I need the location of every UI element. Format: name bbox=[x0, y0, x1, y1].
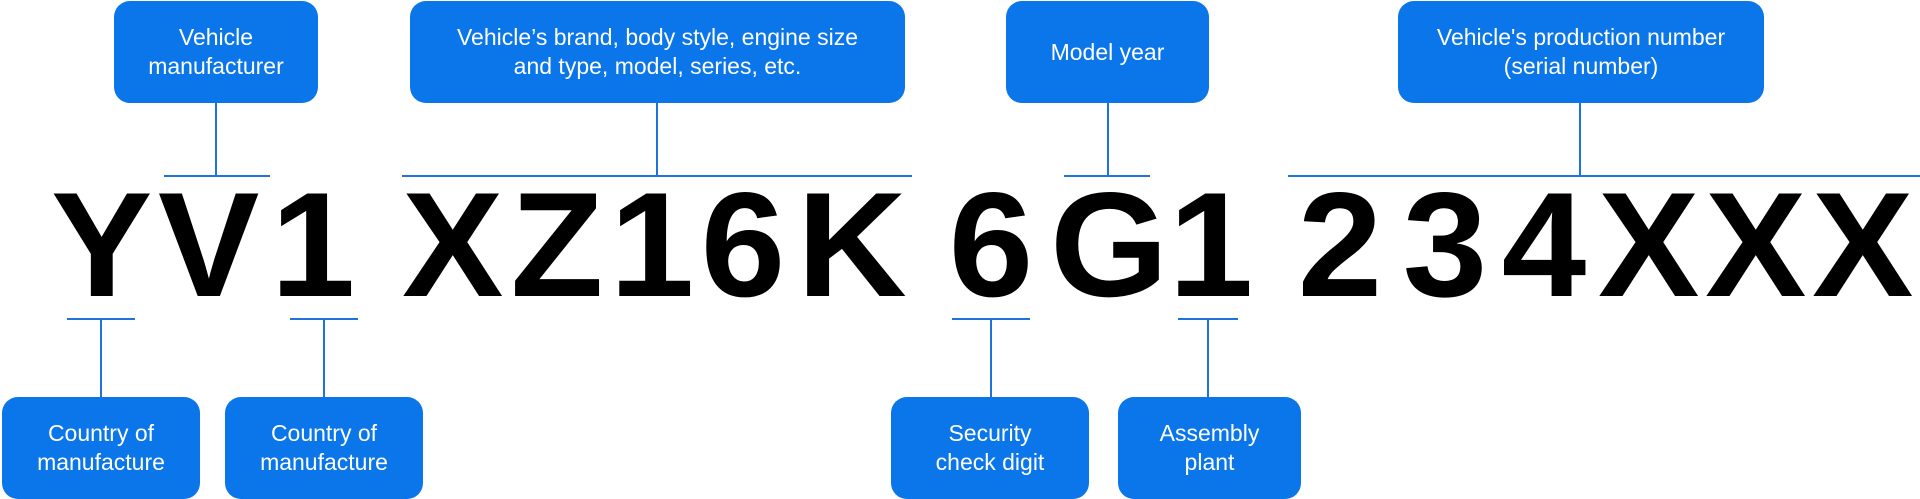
vin-char: 4 bbox=[1501, 161, 1587, 329]
callout-label-line: plant bbox=[1184, 449, 1235, 475]
callout-country-of-manufacture: Country of manufacture bbox=[225, 397, 423, 499]
callout-assembly-plant: Assembly plant bbox=[1118, 397, 1301, 499]
vin-char: Z bbox=[510, 161, 604, 329]
callout-label-line: Country of bbox=[47, 420, 155, 446]
vin-char: X bbox=[1705, 161, 1807, 329]
vin-char: 3 bbox=[1402, 161, 1488, 329]
callout-label-line: Vehicle's production number bbox=[1436, 24, 1726, 50]
vin-char: 1 bbox=[609, 161, 695, 329]
vin-char: 1 bbox=[270, 161, 356, 329]
callout-vehicle-descriptor: Vehicle’s brand, body style, engine size… bbox=[410, 1, 905, 103]
vin-char: 6 bbox=[948, 161, 1034, 329]
vin-char: K bbox=[797, 161, 907, 329]
connector-vertical bbox=[100, 319, 102, 397]
callout-label-line: Assembly bbox=[1159, 420, 1260, 446]
vin-char: X bbox=[1812, 161, 1914, 329]
callout-label-line: manufacture bbox=[260, 449, 388, 475]
vin-char: 6 bbox=[700, 161, 786, 329]
callout-label-line: Vehicle bbox=[178, 24, 254, 50]
vin-char: 1 bbox=[1168, 161, 1254, 329]
vin-char: X bbox=[402, 161, 504, 329]
connector-vertical bbox=[990, 319, 992, 397]
connector-vertical bbox=[1107, 103, 1109, 175]
callout-label-line: and type, model, series, etc. bbox=[513, 53, 802, 79]
connector-vertical bbox=[1579, 103, 1581, 175]
callout-production-number: Vehicle's production number (serial numb… bbox=[1398, 1, 1764, 103]
connector-vertical bbox=[323, 319, 325, 397]
bracket-line bbox=[402, 175, 912, 177]
callout-label-line: (serial number) bbox=[1503, 53, 1659, 79]
vin-char: X bbox=[1598, 161, 1700, 329]
vin-char: V bbox=[158, 161, 260, 329]
callout-model-year: Model year bbox=[1006, 1, 1209, 103]
callout-label-line: Security bbox=[948, 420, 1032, 446]
vin-char: Y bbox=[51, 161, 153, 329]
connector-vertical bbox=[1207, 319, 1209, 397]
callout-label-line: check digit bbox=[935, 449, 1045, 475]
connector-vertical bbox=[215, 103, 217, 175]
bracket-line bbox=[1064, 175, 1150, 177]
bracket-line bbox=[164, 175, 270, 177]
callout-label-line: manufacture bbox=[37, 449, 165, 475]
callout-security-check-digit: Security check digit bbox=[891, 397, 1089, 499]
callout-country-of-manufacture: Country of manufacture bbox=[2, 397, 200, 499]
callout-label-line: Vehicle’s brand, body style, engine size bbox=[456, 24, 859, 50]
bracket-line bbox=[1288, 175, 1920, 177]
callout-vehicle-manufacturer: Vehicle manufacturer bbox=[114, 1, 318, 103]
connector-vertical bbox=[656, 103, 658, 175]
vin-char: 2 bbox=[1297, 161, 1383, 329]
callout-label-line: Country of bbox=[270, 420, 378, 446]
callout-label-line: manufacturer bbox=[148, 53, 284, 79]
vin-char: G bbox=[1050, 161, 1169, 329]
callout-label-line: Model year bbox=[1050, 38, 1165, 65]
